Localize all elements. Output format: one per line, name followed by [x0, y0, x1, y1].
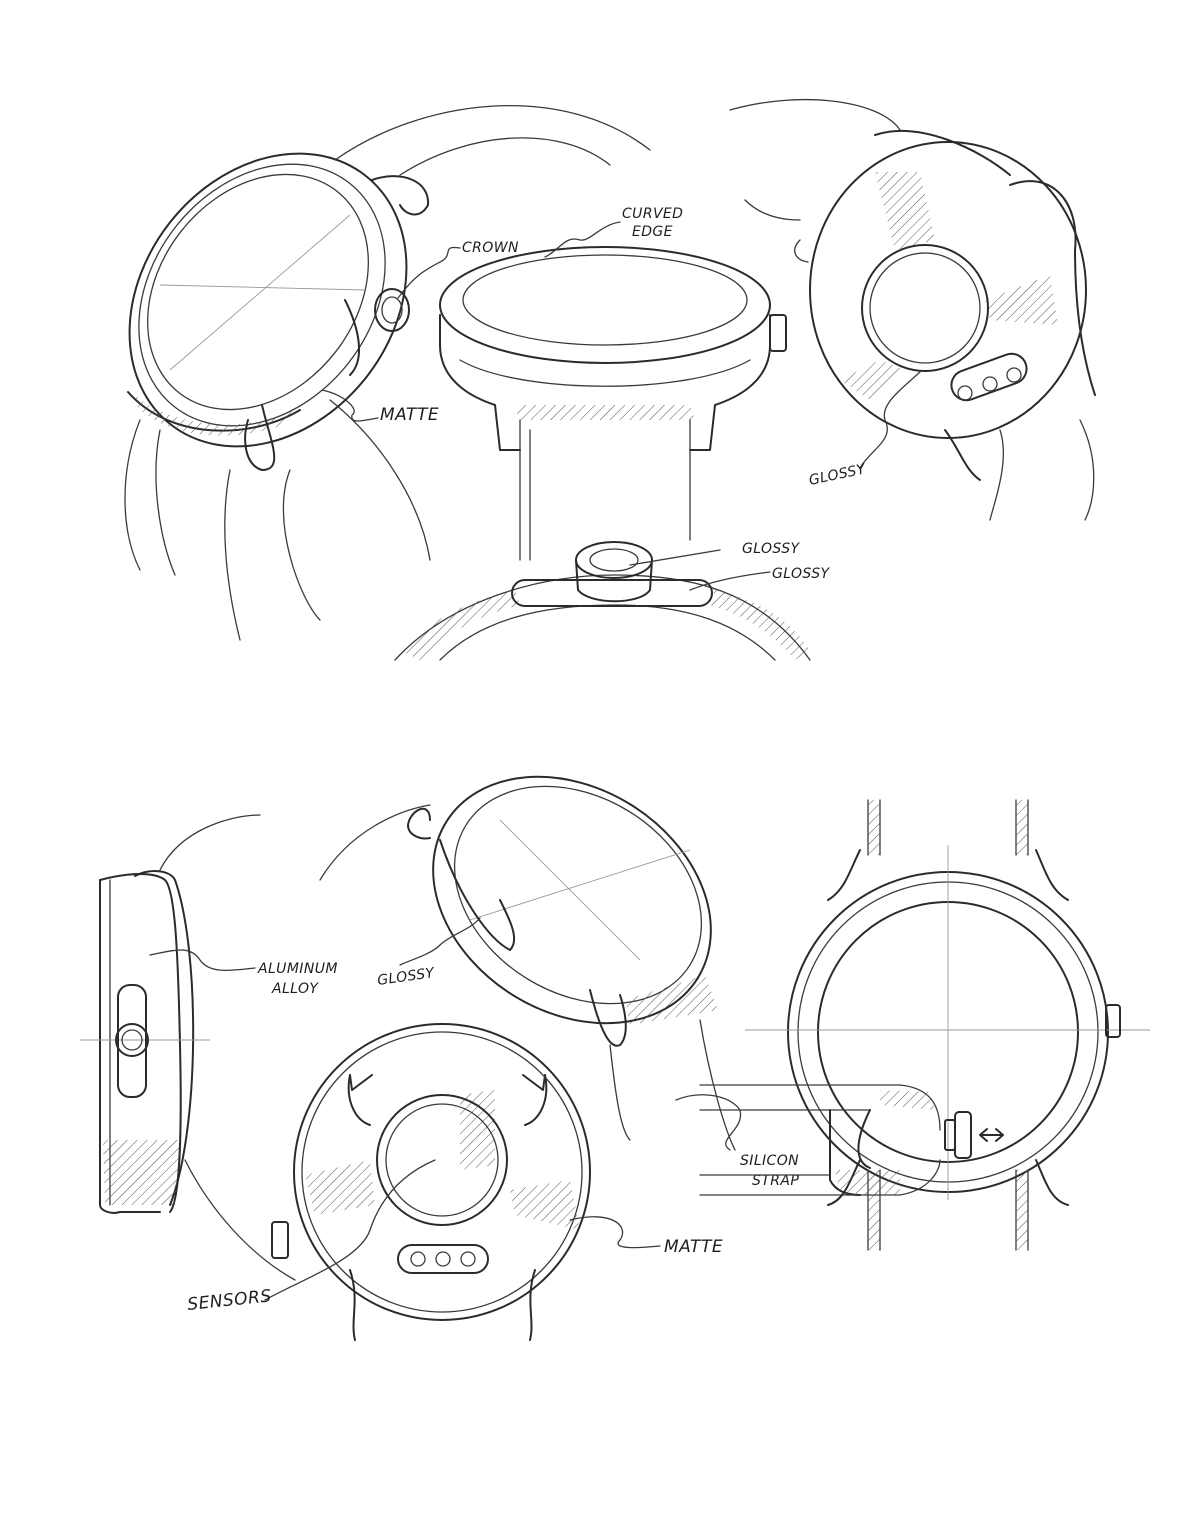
side-button-outline: [511, 579, 713, 607]
strap-top-arc: [334, 105, 651, 161]
side-profile-outline: [99, 873, 182, 1213]
crown-detail-icon: [575, 559, 653, 603]
sketch-tilted-side: GLOSSY SILICON STRAP: [319, 775, 799, 1189]
flat-crown-icon: [1105, 1004, 1121, 1038]
label-matte-back: MATTE: [664, 1237, 723, 1257]
label-crown: CROWN: [462, 240, 519, 256]
back-view-case: [293, 1023, 591, 1321]
sketch-front-flat: [745, 799, 1150, 1251]
sketch-side-profile: ALUMINUM ALLOY: [80, 814, 338, 1281]
tilted-side-button: [439, 839, 516, 951]
label-curved-edge-2: EDGE: [632, 224, 673, 240]
back-sensor-ring: [861, 244, 989, 372]
sketch-perspective-front: CROWN MATTE: [124, 105, 651, 641]
sketch-back-view: SENSORS MATTE: [186, 1023, 723, 1341]
back-view-pins: [397, 1244, 489, 1274]
front-bezel: [138, 163, 386, 427]
elevation-crown-icon: [769, 314, 787, 352]
side-crown-icon: [115, 1023, 149, 1057]
back-charging-pins: [950, 352, 1028, 402]
side-button-icon: [117, 984, 147, 1098]
tilted-case-outline: [432, 775, 712, 1025]
sketch-back-perspective: GLOSSY: [729, 98, 1096, 521]
sketch-crown-detail: GLOSSY GLOSSY: [394, 541, 831, 661]
push-crown-icon: [954, 1111, 972, 1159]
label-curved-edge-1: CURVED: [622, 206, 683, 222]
back-view-crown-icon: [271, 1221, 289, 1259]
front-case-outline: [128, 152, 408, 448]
label-aluminum-alloy-1: ALUMINUM: [257, 961, 338, 977]
front-top-lug: [371, 175, 430, 216]
label-sensors: SENSORS: [186, 1286, 272, 1315]
label-aluminum-alloy-2: ALLOY: [271, 981, 319, 997]
sketch-front-elevation: CURVED EDGE: [439, 206, 787, 561]
elevation-face-inner: [462, 254, 748, 346]
elevation-face-outer: [439, 246, 771, 364]
crown-detail-top: [575, 541, 653, 579]
label-glossy-side: GLOSSY: [376, 965, 436, 989]
sketch-crown-push: [699, 1084, 1004, 1196]
label-silicon-strap-2: STRAP: [752, 1173, 799, 1189]
front-crown-icon: [374, 288, 410, 332]
label-glossy-button: GLOSSY: [772, 566, 831, 582]
label-glossy-back: GLOSSY: [808, 461, 869, 489]
front-display: [147, 173, 369, 411]
push-direction-arrow-icon: [979, 1128, 1004, 1142]
front-bottom-lug: [244, 404, 276, 471]
back-case-outline: [809, 141, 1087, 439]
back-view-sensor-ring: [376, 1094, 508, 1226]
label-matte-top: MATTE: [380, 405, 439, 425]
back-side-button: [1009, 180, 1096, 396]
label-glossy-crown: GLOSSY: [742, 541, 801, 557]
label-silicon-strap-1: SILICON: [740, 1153, 799, 1169]
